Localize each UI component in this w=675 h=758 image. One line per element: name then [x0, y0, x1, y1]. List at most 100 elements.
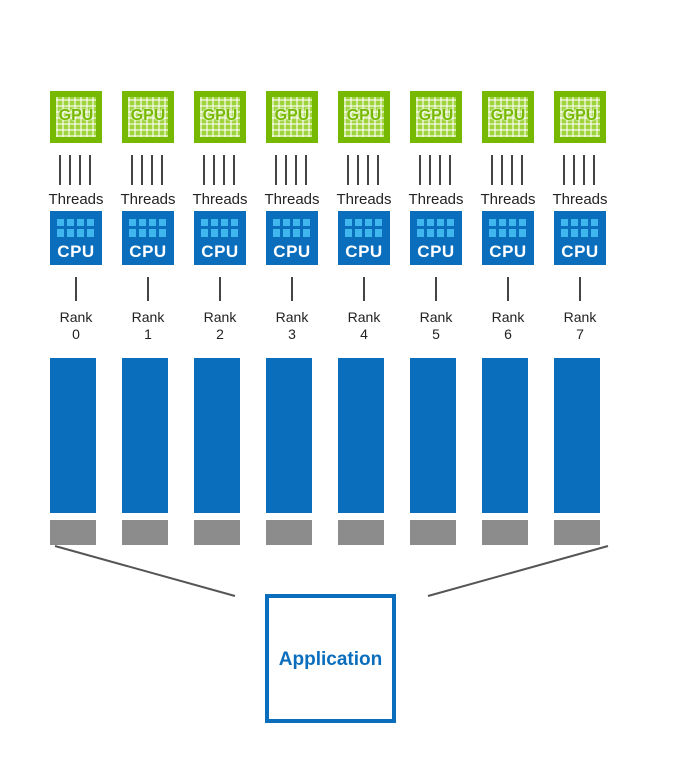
rank-bar: [122, 358, 168, 513]
rank-number: 0: [72, 326, 80, 342]
rank-word: Rank: [419, 309, 453, 325]
cpu-chip-icon: CPU: [122, 211, 174, 265]
rank-bar-base: [50, 520, 96, 545]
cpu-label: CPU: [417, 242, 455, 261]
cpu-label: CPU: [345, 242, 383, 261]
threads-label: Threads: [408, 191, 464, 208]
rank-connector: [147, 277, 149, 301]
thread-lines: [131, 155, 165, 185]
application-box: Application: [265, 594, 396, 723]
gpu-chip-icon: GPU: [338, 91, 390, 143]
cpu-chip-icon: CPU: [266, 211, 318, 265]
rank-number: 2: [216, 326, 224, 342]
rank-number: 4: [360, 326, 368, 342]
rank-bar: [194, 358, 240, 513]
rank-word: Rank: [59, 309, 93, 325]
threads-label: Threads: [192, 191, 248, 208]
cpu-chip-icon: CPU: [50, 211, 102, 265]
application-label: Application: [278, 649, 383, 670]
cpu-label: CPU: [201, 242, 239, 261]
gpu-chip-icon: GPU: [194, 91, 246, 143]
rank-bar: [338, 358, 384, 513]
connector-right: [427, 545, 609, 597]
threads-label: Threads: [336, 191, 392, 208]
gpu-label: GPU: [58, 107, 94, 124]
cpu-chip-icon: CPU: [410, 211, 462, 265]
rank-word: Rank: [131, 309, 165, 325]
thread-lines: [563, 155, 597, 185]
cpu-label: CPU: [57, 242, 95, 261]
rank-word: Rank: [275, 309, 309, 325]
rank-connector: [435, 277, 437, 301]
gpu-label: GPU: [418, 107, 454, 124]
rank-bar: [482, 358, 528, 513]
thread-lines: [275, 155, 309, 185]
rank-bar-base: [194, 520, 240, 545]
rank-bar: [410, 358, 456, 513]
rank-bar: [50, 358, 96, 513]
rank-connector: [75, 277, 77, 301]
rank-connector: [507, 277, 509, 301]
gpu-chip-icon: GPU: [122, 91, 174, 143]
gpu-label: GPU: [130, 107, 166, 124]
thread-lines: [419, 155, 453, 185]
gpu-chip-icon: GPU: [50, 91, 102, 143]
rank-connector: [219, 277, 221, 301]
cpu-label: CPU: [489, 242, 527, 261]
gpu-chip-icon: GPU: [410, 91, 462, 143]
rank-bar-base: [482, 520, 528, 545]
rank-number: 1: [144, 326, 152, 342]
rank-bar-base: [554, 520, 600, 545]
rank-word: Rank: [347, 309, 381, 325]
thread-lines: [203, 155, 237, 185]
rank-number: 5: [432, 326, 440, 342]
rank-bar: [266, 358, 312, 513]
rank-number: 7: [576, 326, 584, 342]
cpu-label: CPU: [129, 242, 167, 261]
rank-bar: [554, 358, 600, 513]
gpu-chip-icon: GPU: [554, 91, 606, 143]
rank-number: 3: [288, 326, 296, 342]
gpu-label: GPU: [346, 107, 382, 124]
cpu-chip-icon: CPU: [482, 211, 534, 265]
rank-word: Rank: [563, 309, 597, 325]
rank-word: Rank: [491, 309, 525, 325]
thread-lines: [347, 155, 381, 185]
gpu-label: GPU: [274, 107, 310, 124]
cpu-chip-icon: CPU: [194, 211, 246, 265]
rank-bar-base: [338, 520, 384, 545]
thread-lines: [491, 155, 525, 185]
cpu-chip-icon: CPU: [338, 211, 390, 265]
threads-label: Threads: [480, 191, 536, 208]
rank-connector: [363, 277, 365, 301]
gpu-label: GPU: [562, 107, 598, 124]
gpu-label: GPU: [202, 107, 238, 124]
rank-connector: [579, 277, 581, 301]
rank-connector: [291, 277, 293, 301]
rank-bar-base: [122, 520, 168, 545]
gpu-chip-icon: GPU: [482, 91, 534, 143]
rank-bar-base: [266, 520, 312, 545]
gpu-label: GPU: [490, 107, 526, 124]
threads-label: Threads: [120, 191, 176, 208]
threads-label: Threads: [264, 191, 320, 208]
cpu-label: CPU: [561, 242, 599, 261]
